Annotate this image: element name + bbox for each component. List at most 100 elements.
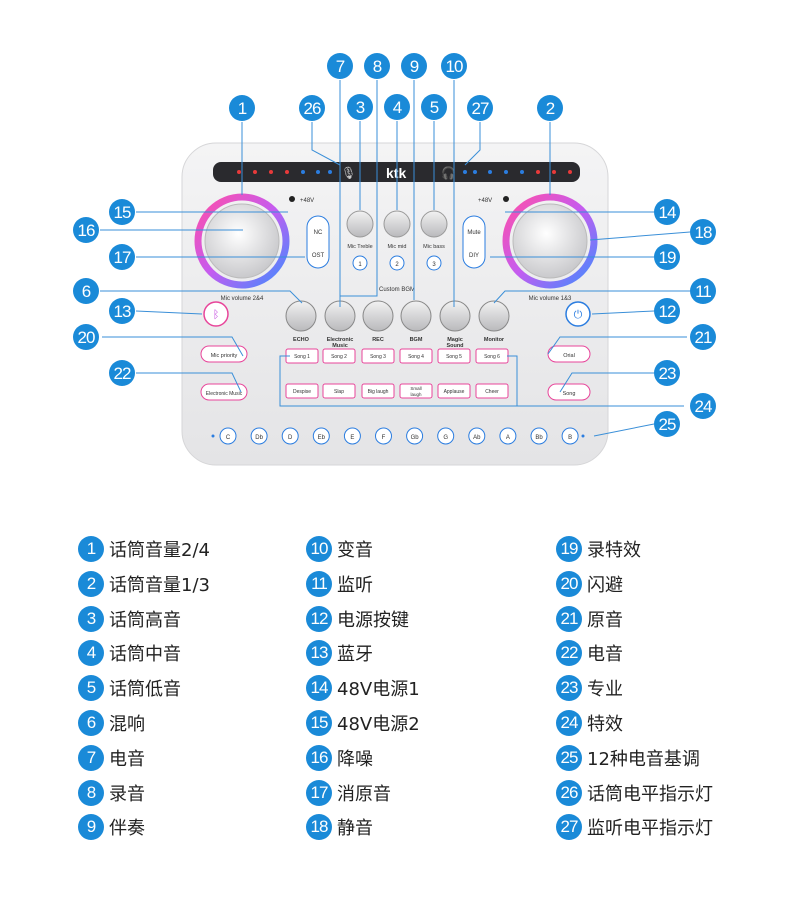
effect-pad-label: Slap <box>334 389 344 395</box>
callout-badge <box>73 324 99 350</box>
electronic-music-button[interactable] <box>200 383 248 401</box>
headphone-icon: 🎧 <box>441 166 456 180</box>
effect-knob[interactable] <box>285 300 317 332</box>
song-pad[interactable] <box>322 348 356 364</box>
custom-bgm-label: Custom BGM <box>379 287 415 293</box>
nc-ost-switch[interactable] <box>306 215 330 269</box>
effect-knob[interactable] <box>439 300 471 332</box>
effect-pad[interactable] <box>322 383 356 399</box>
key-button[interactable] <box>343 427 361 445</box>
effect-pad[interactable] <box>475 383 509 399</box>
effect-knob-label: Monitor <box>484 337 505 343</box>
effect-knob-label: REC <box>372 337 384 343</box>
legend-number-badge: 2 <box>78 570 104 597</box>
mic-volume-right-knob[interactable] <box>502 193 598 289</box>
key-button[interactable] <box>312 427 330 445</box>
custom-bgm-pad-label: 3 <box>432 262 436 268</box>
effect-knob[interactable] <box>362 300 394 332</box>
legend-number-badge: 13 <box>306 640 332 667</box>
callout-badge <box>421 94 447 120</box>
callout-number: 15 <box>114 203 131 222</box>
legend-label: 消原音 <box>337 783 391 805</box>
song-pad-label: Song 4 <box>408 354 424 360</box>
legend-label: 录音 <box>109 783 145 805</box>
mic-volume-left-knob[interactable] <box>194 193 290 289</box>
key-button[interactable] <box>499 427 517 445</box>
callout-number: 9 <box>410 57 419 76</box>
legend-number-badge: 12 <box>306 605 332 632</box>
effect-pad[interactable] <box>399 383 433 399</box>
effect-knob-label: Electronic <box>327 337 354 343</box>
custom-bgm-pad[interactable] <box>389 255 405 271</box>
level-led <box>488 170 492 174</box>
eq-knob-label: Mic bass <box>423 244 445 250</box>
effect-knob-label: Magic <box>447 337 463 343</box>
effect-pad[interactable] <box>285 383 319 399</box>
song-button[interactable] <box>547 383 591 401</box>
legend-number-badge: 1 <box>78 536 104 562</box>
callout-badge <box>654 360 680 386</box>
key-button-label: E <box>350 435 354 441</box>
level-led <box>269 170 273 174</box>
legend-number-badge: 3 <box>78 605 104 632</box>
key-button[interactable] <box>437 427 455 445</box>
legend-label: 蓝牙 <box>337 644 373 666</box>
key-button[interactable] <box>530 427 548 445</box>
effect-knob-label: Music <box>332 343 348 349</box>
custom-bgm-pad[interactable] <box>352 255 368 271</box>
legend-label: 话筒音量2/4 <box>109 540 210 561</box>
effect-knob[interactable] <box>478 300 510 332</box>
level-led <box>463 170 467 174</box>
callout-number: 13 <box>114 302 131 321</box>
key-button[interactable] <box>250 427 268 445</box>
p48-right-label: +48V <box>478 198 492 204</box>
key-button[interactable] <box>468 427 486 445</box>
p48-left-led[interactable] <box>289 196 295 202</box>
eq-knob-label: Mic mid <box>388 244 407 250</box>
effect-pad-label: Despise <box>293 389 311 395</box>
eq-knob[interactable] <box>346 210 374 238</box>
level-led <box>316 170 320 174</box>
song-pad[interactable] <box>437 348 471 364</box>
key-button[interactable] <box>375 427 392 445</box>
key-button-label: B <box>568 435 572 441</box>
custom-bgm-pad[interactable] <box>426 255 442 271</box>
p48-right-led[interactable] <box>503 196 509 202</box>
legend-number-badge: 9 <box>78 814 104 841</box>
level-led <box>504 170 508 174</box>
legend-label: 监听电平指示灯 <box>587 818 713 840</box>
song-pad[interactable] <box>399 348 433 364</box>
song-pad[interactable] <box>361 348 395 364</box>
eq-knob[interactable] <box>420 210 448 238</box>
effect-knob[interactable] <box>400 300 432 332</box>
legend-number-badge: 4 <box>78 640 104 667</box>
mute-diy-switch[interactable] <box>462 215 486 269</box>
legend-number-badge: 8 <box>78 779 104 806</box>
mic-priority-button[interactable] <box>200 345 248 363</box>
effect-pad[interactable] <box>361 383 395 399</box>
legend-number-badge: 22 <box>556 640 582 667</box>
key-button[interactable] <box>406 427 424 445</box>
effect-pad[interactable] <box>437 383 471 399</box>
effect-knob-label: BGM <box>410 337 423 343</box>
key-button[interactable] <box>281 427 299 445</box>
legend-number-badge: 25 <box>556 744 582 771</box>
callout-number: 14 <box>659 203 676 222</box>
key-button[interactable] <box>561 427 579 445</box>
key-button[interactable] <box>219 427 237 445</box>
monitor-level-leds <box>463 170 572 174</box>
level-led <box>520 170 524 174</box>
power-button[interactable]: ⏻ <box>565 301 591 327</box>
bluetooth-button[interactable]: ᛒ <box>203 301 229 327</box>
eq-knob[interactable] <box>383 210 411 238</box>
device-body <box>181 142 609 466</box>
